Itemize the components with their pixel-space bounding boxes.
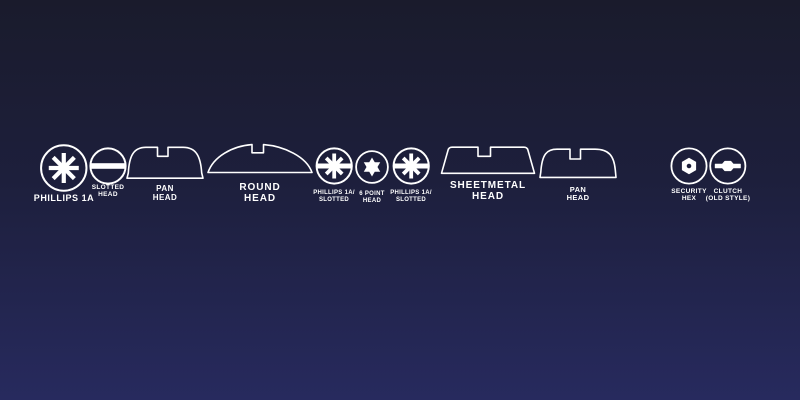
item-pan-head-1: PAN HEAD	[126, 144, 204, 203]
item-six-point-head: 6 POINT HEAD	[354, 149, 390, 204]
pan-head-profile-icon	[126, 144, 204, 180]
item-slotted-head: SLOTTED HEAD	[89, 147, 127, 198]
item-phillips-1a-slotted-1: PHILLIPS 1A/ SLOTTED	[313, 147, 355, 203]
pan-head-profile-icon	[539, 146, 617, 179]
item-label: PHILLIPS 1A/ SLOTTED	[313, 190, 355, 203]
item-label: PHILLIPS 1A/ SLOTTED	[390, 190, 432, 203]
item-phillips-1a-slotted-2: PHILLIPS 1A/ SLOTTED	[390, 147, 432, 203]
phillips-1a-icon	[40, 144, 88, 192]
item-label: SHEETMETAL HEAD	[449, 180, 527, 202]
item-clutch-old-style: CLUTCH (OLD STYLE)	[706, 147, 750, 202]
clutch-icon	[709, 147, 747, 185]
item-label: PAN HEAD	[152, 184, 178, 202]
item-label: CLUTCH (OLD STYLE)	[705, 188, 751, 203]
sheetmetal-head-profile-icon	[441, 144, 536, 175]
item-security-hex: SECURITY HEX	[670, 147, 708, 202]
phillips-slotted-icon	[315, 147, 353, 185]
round-head-profile-icon	[207, 142, 313, 174]
item-sheetmetal-head: SHEETMETAL HEAD	[441, 144, 536, 202]
item-label: SLOTTED HEAD	[91, 184, 125, 199]
item-pan-head-2: PAN HEAD	[539, 146, 617, 203]
item-round-head: ROUND HEAD	[207, 142, 313, 204]
item-phillips-1a: PHILLIPS 1A	[34, 144, 94, 204]
item-label: ROUND HEAD	[239, 182, 281, 204]
item-label: 6 POINT HEAD	[359, 191, 385, 204]
item-label: SECURITY HEX	[671, 188, 707, 203]
six-point-star-icon	[354, 149, 390, 185]
security-hex-icon	[670, 147, 708, 185]
item-label: PAN HEAD	[566, 185, 590, 203]
phillips-slotted-icon	[392, 147, 430, 185]
item-label: PHILLIPS 1A	[33, 193, 95, 203]
slotted-icon	[89, 147, 127, 185]
